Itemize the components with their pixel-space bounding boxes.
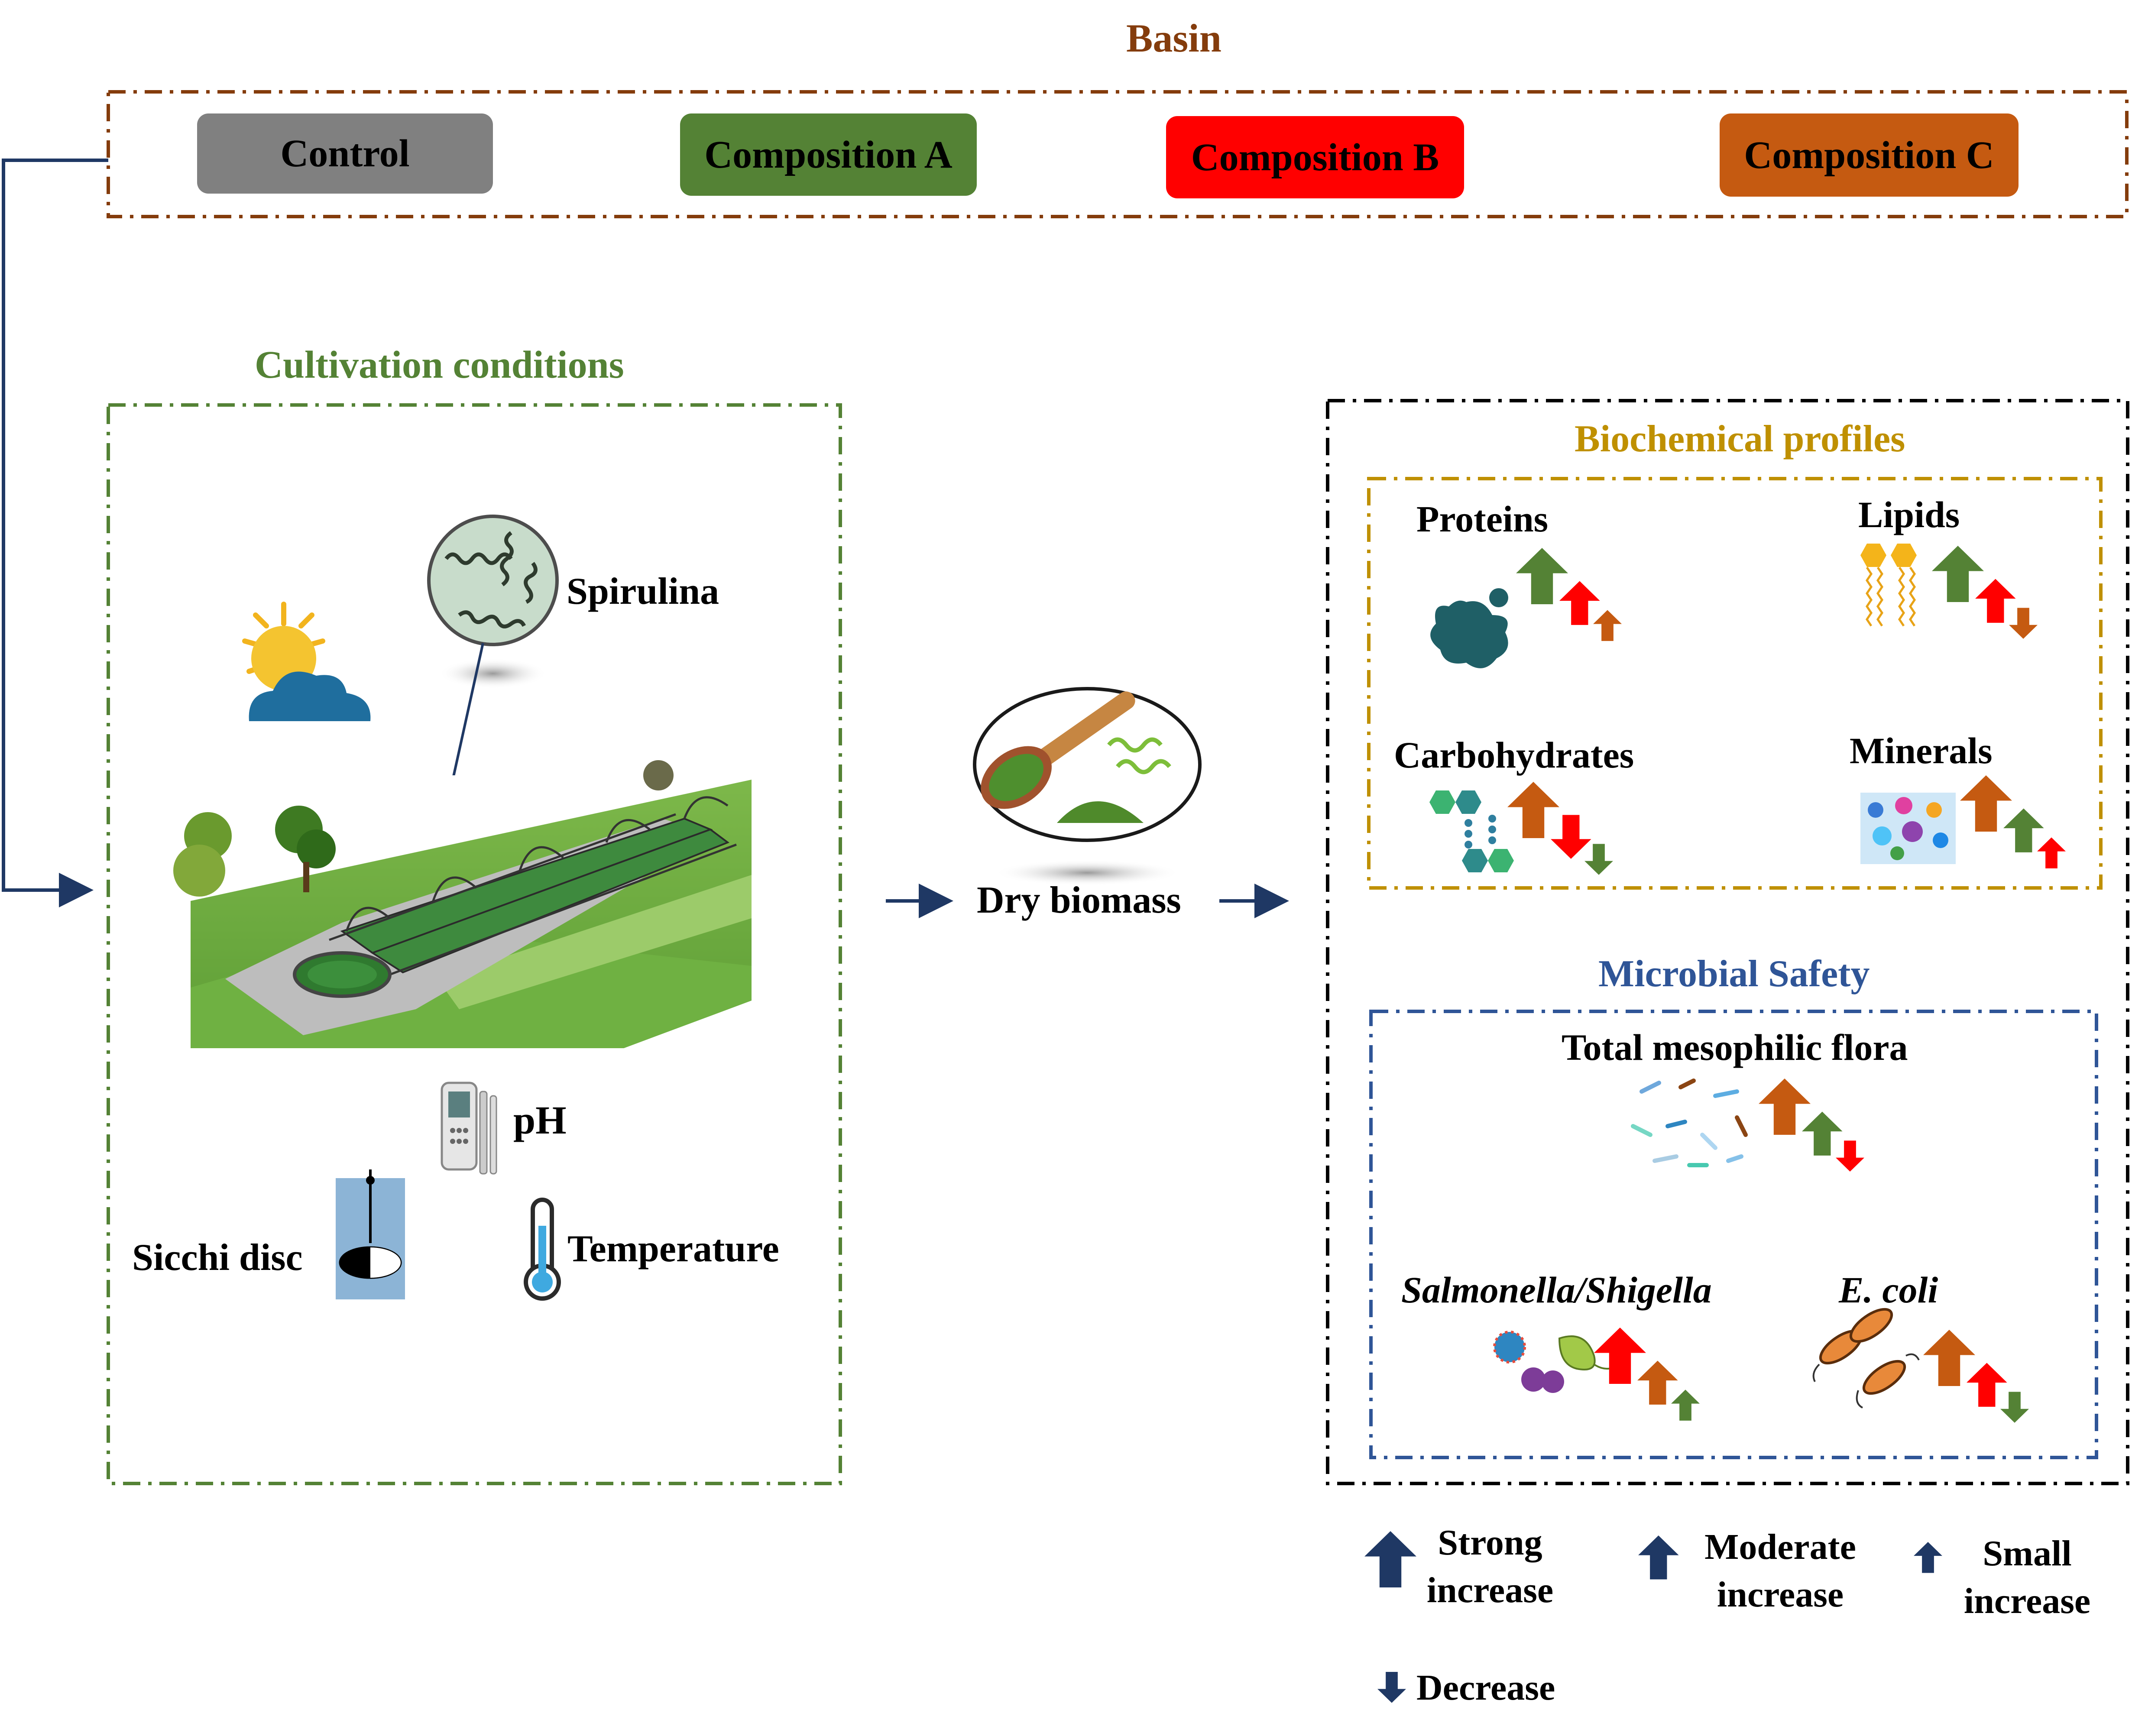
total-mesophilic-flora-strong-orange-up-arrow <box>1759 1079 1811 1135</box>
carbohydrates-moderate-red-down-arrow <box>1551 815 1591 859</box>
minerals-strong-orange-up-arrow <box>1960 775 2012 832</box>
legend-strong-line1: Strong <box>1438 1522 1542 1563</box>
basin-title: Basin <box>1126 16 1222 60</box>
proteins-strong-green-up-arrow <box>1516 548 1568 604</box>
cultivation-frame <box>107 403 842 1485</box>
legend-decrease-label: Decrease <box>1416 1668 1555 1708</box>
lipids-moderate-red-up-arrow <box>1975 579 2016 623</box>
lipid-icon <box>1860 544 1917 627</box>
legend-decrease-arrow <box>1377 1672 1406 1703</box>
ecoli-icon <box>1812 1308 1920 1409</box>
secchi-disc-icon <box>336 1169 405 1299</box>
minerals-small-red-up-arrow <box>2037 837 2066 868</box>
salmonella-shigella-label: Salmonella/Shigella <box>1401 1269 1712 1311</box>
thermometer-icon <box>524 1198 561 1301</box>
results-frame <box>1326 399 2129 1485</box>
basin-connector-arrow <box>2 159 108 907</box>
carbohydrates-small-green-down-arrow <box>1584 844 1613 875</box>
legend-small-increase-arrow <box>1914 1542 1942 1573</box>
cultivation-title: Cultivation conditions <box>255 343 624 386</box>
basin-frame <box>107 90 2129 218</box>
composition-a-button-label: Composition A <box>704 133 953 176</box>
proteins-label: Proteins <box>1416 498 1549 540</box>
e-coli-strong-orange-up-arrow <box>1923 1330 1975 1386</box>
lipids-strong-green-up-arrow <box>1932 546 1984 602</box>
salmonella-shigella-strong-red-up-arrow <box>1594 1328 1646 1384</box>
control-button[interactable]: Control <box>197 113 493 194</box>
raceway-pond-illustration <box>173 760 752 1048</box>
composition-b-button-label: Composition B <box>1191 136 1439 179</box>
proteins-moderate-red-up-arrow <box>1559 581 1600 625</box>
spirulina-microscope-icon <box>427 515 559 689</box>
bacteria-icon <box>1631 1079 1748 1167</box>
composition-c-button-label: Composition C <box>1744 133 1994 177</box>
minerals-moderate-green-up-arrow <box>2003 808 2044 852</box>
legend-small-line1: Small <box>1983 1533 2072 1574</box>
carbohydrates-label: Carbohydrates <box>1394 734 1634 776</box>
composition-b-button[interactable]: Composition B <box>1166 116 1464 198</box>
spirulina-label: Spirulina <box>567 570 719 612</box>
carbohydrates-strong-orange-up-arrow <box>1507 782 1559 838</box>
lipids-small-orange-down-arrow <box>2009 608 2038 639</box>
dry-biomass-label: Dry biomass <box>977 879 1181 921</box>
control-button-label: Control <box>280 132 410 175</box>
lipids-label: Lipids <box>1858 494 1960 535</box>
ph-label: pH <box>513 1098 567 1142</box>
dry-biomass-bowl-icon <box>973 687 1202 886</box>
protein-icon <box>1430 588 1508 668</box>
ph-meter-icon <box>441 1082 497 1175</box>
minerals-icon <box>1860 793 1956 864</box>
composition-a-button[interactable]: Composition A <box>680 113 977 196</box>
biochemical-frame <box>1367 477 2103 890</box>
legend-moderate-line1: Moderate <box>1704 1527 1856 1567</box>
carbohydrate-icon <box>1429 790 1514 872</box>
ecoli-label: E. coli <box>1839 1269 1938 1311</box>
legend-moderate-increase-arrow <box>1638 1535 1679 1580</box>
legend-strong-increase-arrow <box>1364 1531 1416 1587</box>
microbial-frame <box>1369 1010 2098 1459</box>
microbial-title: Microbial Safety <box>1598 953 1870 995</box>
proteins-small-orange-up-arrow <box>1593 610 1622 641</box>
salmonella-icon <box>1493 1331 1621 1393</box>
legend-small-line2: increase <box>1964 1581 2091 1621</box>
total-mesophilic-flora-label: Total mesophilic flora <box>1562 1027 1908 1068</box>
e-coli-small-green-down-arrow <box>2000 1392 2029 1423</box>
biochemical-title: Biochemical profiles <box>1575 418 1905 460</box>
temperature-label: Temperature <box>567 1228 779 1270</box>
salmonella-shigella-moderate-orange-up-arrow <box>1637 1360 1678 1405</box>
sun-cloud-icon <box>242 602 371 721</box>
total-mesophilic-flora-moderate-green-up-arrow <box>1802 1111 1843 1156</box>
minerals-label: Minerals <box>1850 730 1993 771</box>
legend-strong-line2: increase <box>1426 1570 1554 1610</box>
total-mesophilic-flora-small-red-down-arrow <box>1836 1140 1864 1172</box>
legend-moderate-line2: increase <box>1717 1574 1844 1615</box>
sicchi-disc-label: Sicchi disc <box>132 1237 303 1279</box>
salmonella-shigella-small-green-up-arrow <box>1671 1389 1700 1421</box>
composition-c-button[interactable]: Composition C <box>1720 113 2019 197</box>
e-coli-moderate-red-up-arrow <box>1967 1363 2007 1407</box>
